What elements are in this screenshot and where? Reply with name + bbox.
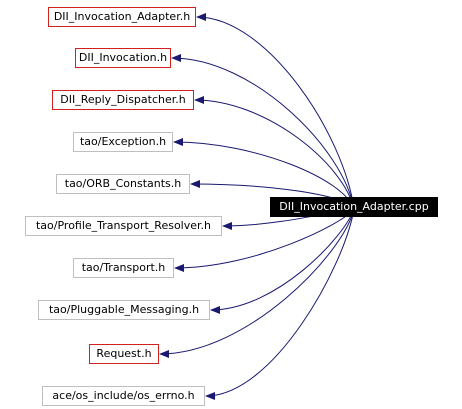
node-tao-profile-transport-resolver-h[interactable]: tao/Profile_Transport_Resolver.h (25, 216, 222, 236)
edge-to-request-h (159, 208, 355, 358)
node-ace-os-include-os-errno-h[interactable]: ace/os_include/os_errno.h (42, 386, 205, 406)
node-dii-invocation-adapter-cpp: DII_Invocation_Adapter.cpp (270, 197, 438, 217)
node-dii-reply-dispatcher-h[interactable]: DII_Reply_Dispatcher.h (52, 90, 194, 110)
node-dii-invocation-h[interactable]: DII_Invocation.h (75, 48, 171, 68)
node-tao-transport-h[interactable]: tao/Transport.h (73, 258, 174, 278)
node-tao-pluggable-messaging-h[interactable]: tao/Pluggable_Messaging.h (38, 300, 210, 320)
edge-to-tao-pluggable-messaging-h (210, 208, 355, 314)
node-tao-orb-constants-h[interactable]: tao/ORB_Constants.h (56, 174, 190, 194)
node-tao-exception-h[interactable]: tao/Exception.h (73, 132, 173, 152)
edge-to-dii-invocation-adapter-h (196, 13, 355, 210)
node-request-h[interactable]: Request.h (89, 344, 159, 364)
edge-to-dii-invocation-h (171, 54, 355, 210)
node-dii-invocation-adapter-h[interactable]: DII_Invocation_Adapter.h (48, 7, 196, 27)
edge-to-dii-reply-dispatcher-h (194, 96, 355, 210)
edge-to-ace-os-include-os-errno-h (205, 208, 355, 400)
